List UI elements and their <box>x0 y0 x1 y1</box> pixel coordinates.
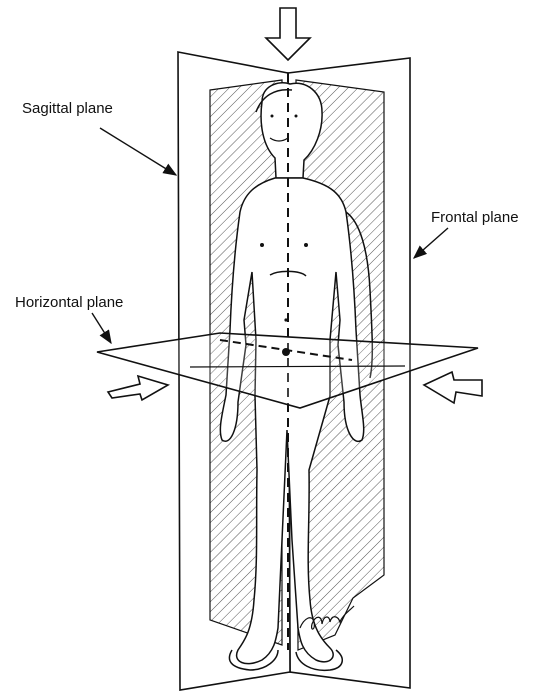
horizontal-plane-label: Horizontal plane <box>15 295 123 310</box>
right-arrow-icon <box>108 376 168 400</box>
frontal-leader <box>414 228 448 258</box>
horizontal-plane <box>97 333 478 408</box>
left-arrow-icon <box>424 372 482 403</box>
frontal-plane-label: Frontal plane <box>431 210 519 225</box>
sagittal-leader <box>100 128 176 175</box>
down-arrow-icon <box>266 8 310 60</box>
sagittal-plane-label: Sagittal plane <box>22 101 113 116</box>
horizontal-leader <box>92 313 111 343</box>
